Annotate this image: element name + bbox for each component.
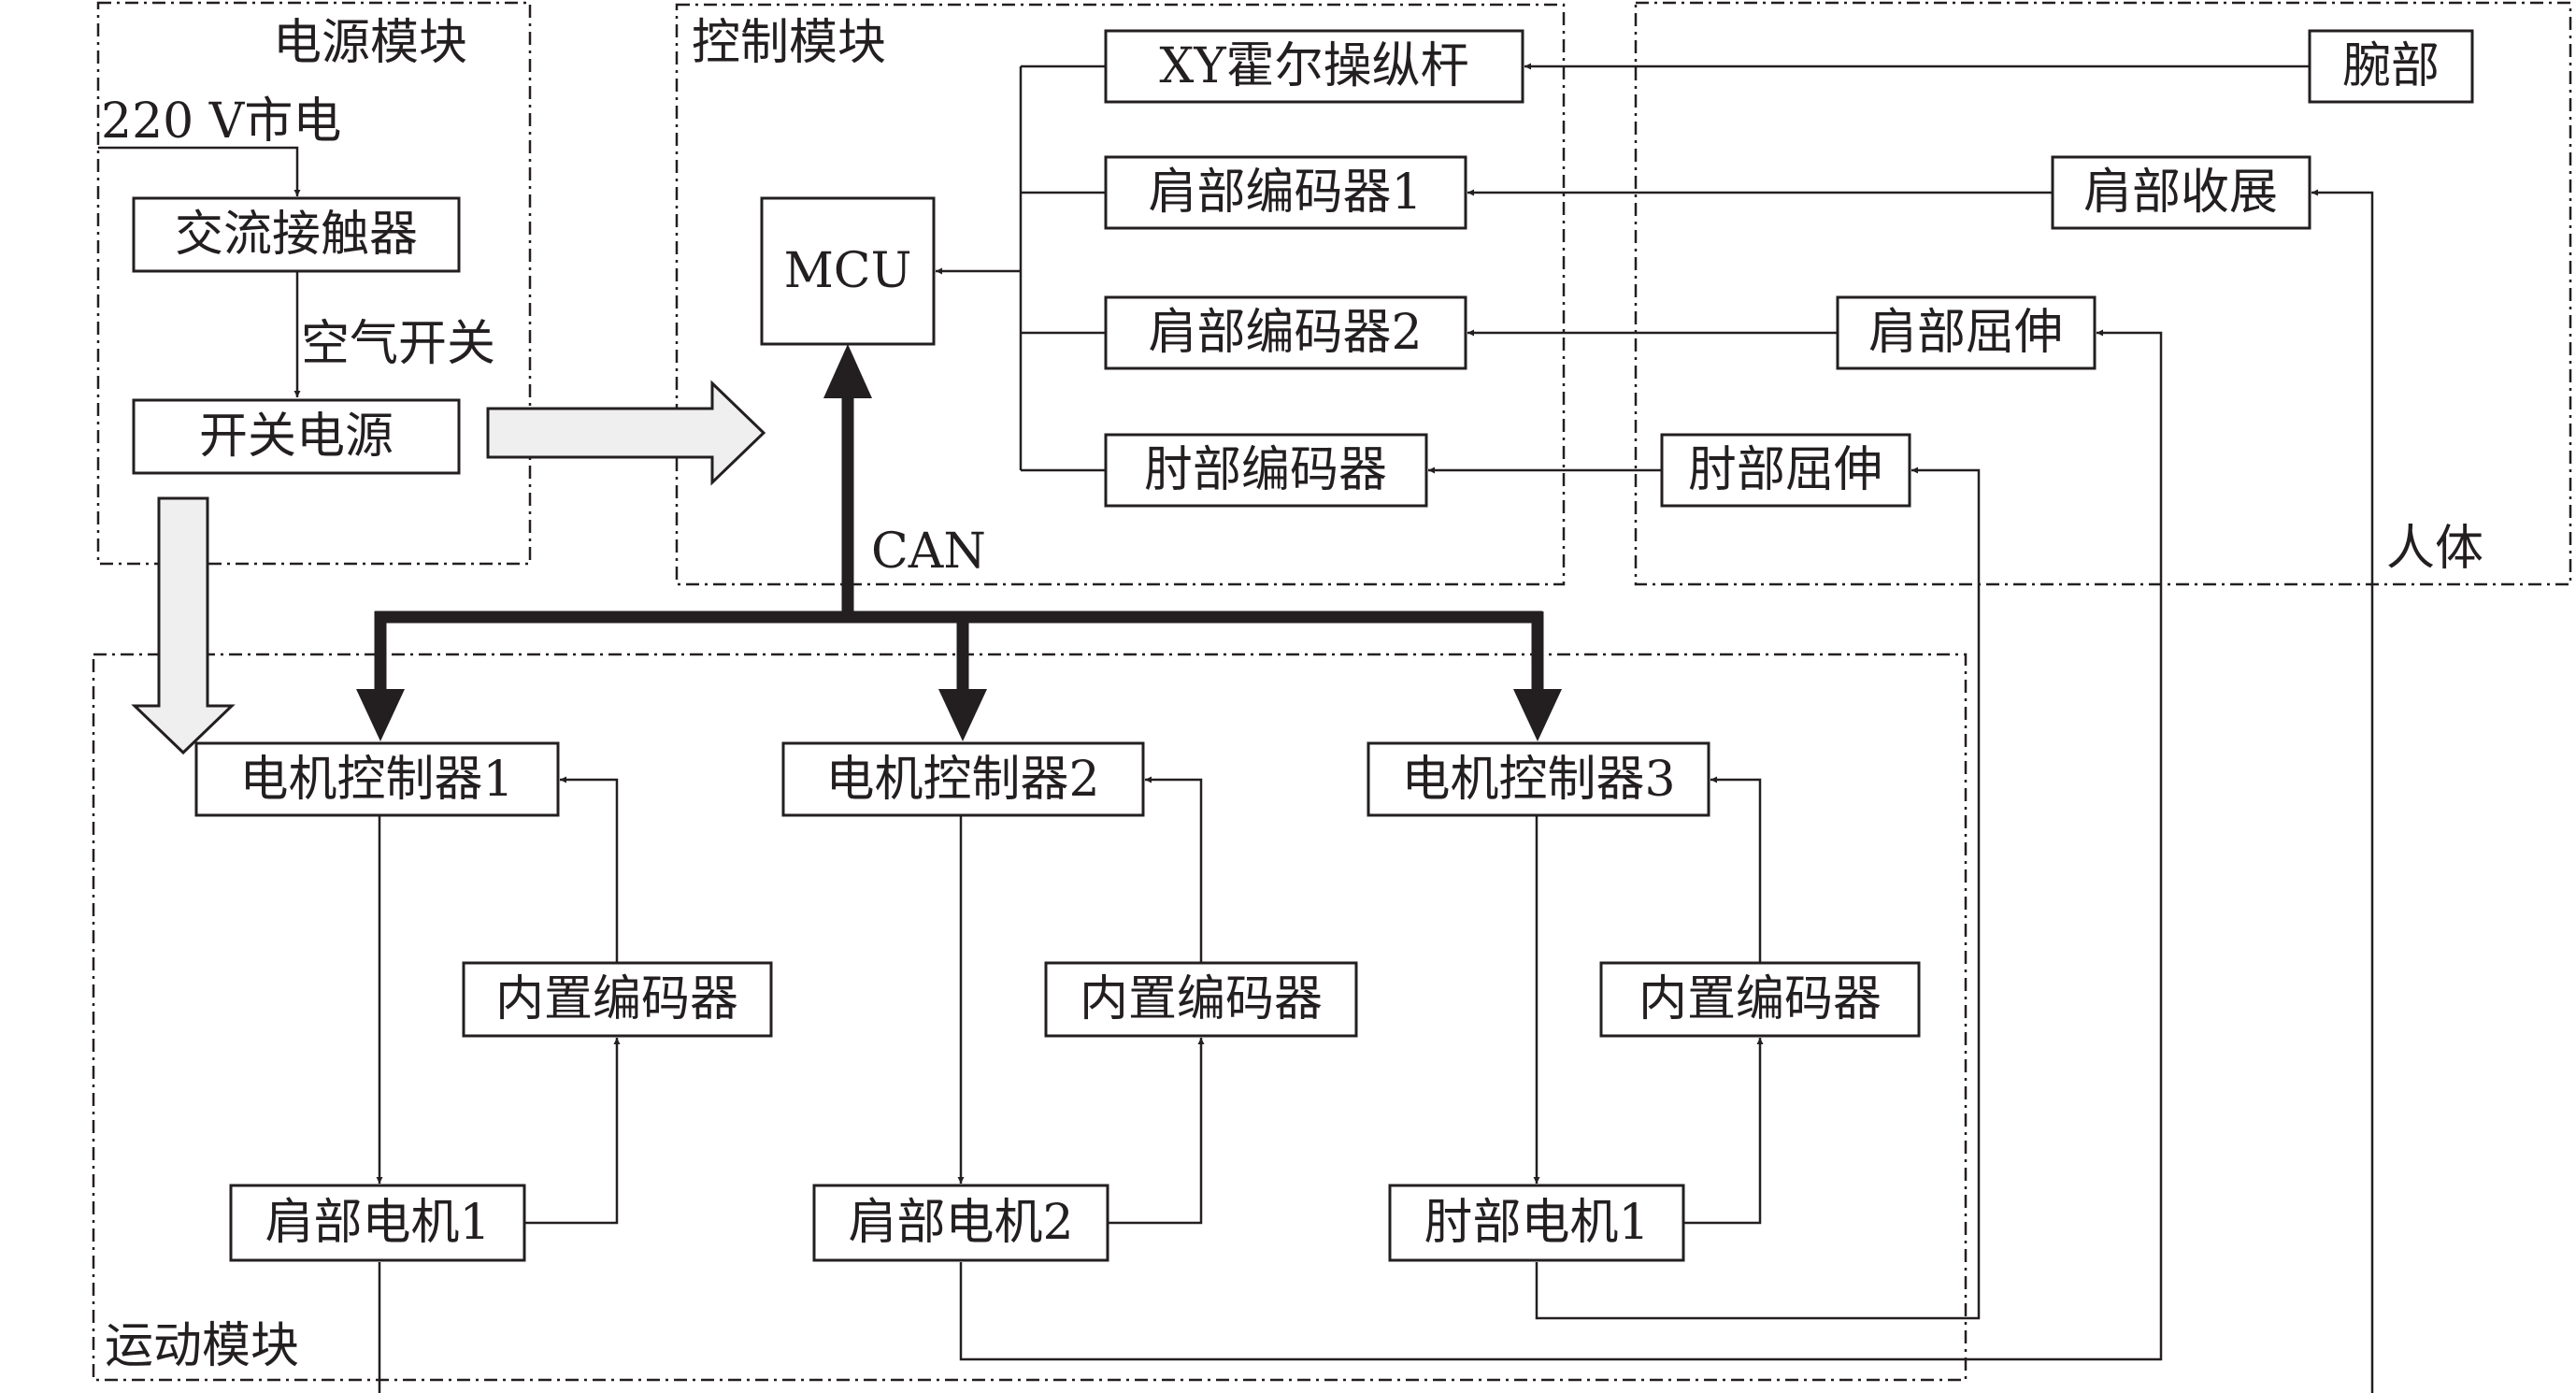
shoulder-flexion-label: 肩部屈伸 <box>1868 305 2063 361</box>
motor-3-to-encoder-arrow <box>1683 1038 1764 1225</box>
shoulder-motor-2-to-shoulder-flexion <box>959 329 2163 1361</box>
motion-module-frame <box>92 653 1968 1382</box>
shoulder-motor-2-box <box>812 1184 1109 1262</box>
motor-controller-2-label: 电机控制器2 <box>825 752 1099 808</box>
shoulder-motor-1-label: 肩部电机1 <box>265 1195 490 1251</box>
builtin-encoder-1-label: 内置编码器 <box>495 971 738 1027</box>
shoulder-motor-1-to-shoulder-abduction <box>378 189 2374 1393</box>
builtin-encoder-2-label: 内置编码器 <box>1080 971 1323 1027</box>
shoulder-encoder-2-label: 肩部编码器2 <box>1148 305 1422 361</box>
human-body-frame <box>1634 1 2572 586</box>
shoulder-abduction-label: 肩部收展 <box>2083 165 2278 221</box>
shoulder-encoder-1-label: 肩部编码器1 <box>1148 165 1422 221</box>
power-to-motion-arrow <box>131 496 236 755</box>
builtin-encoder-3-box <box>1599 961 1921 1038</box>
shoulder-flexion-box <box>1836 295 2097 370</box>
psu-box <box>132 398 461 475</box>
psu-label: 开关电源 <box>199 409 394 465</box>
can-label: CAN <box>871 524 986 580</box>
can-bus-to-mcu-head <box>823 344 872 398</box>
power-to-control-arrow <box>486 380 766 486</box>
motion-module-label: 运动模块 <box>105 1318 299 1374</box>
elbow-motor-1-label: 肘部电机1 <box>1424 1195 1649 1251</box>
power-module-label: 电源模块 <box>273 15 467 71</box>
mains-label: 220 V市电 <box>101 93 341 150</box>
motor-1-to-encoder-arrow <box>524 1038 621 1225</box>
human-body-label: 人体 <box>2386 521 2483 577</box>
can-bus-to-controller-2-head <box>938 689 987 741</box>
elbow-encoder-label: 肘部编码器 <box>1144 442 1387 498</box>
shoulder-motor-2-label: 肩部电机2 <box>848 1195 1073 1251</box>
air-switch-label: 空气开关 <box>301 316 495 372</box>
motor-controller-3-label: 电机控制器3 <box>1401 752 1675 808</box>
motor-2-to-encoder-arrow <box>1108 1038 1205 1225</box>
can-bus-to-controller-3-head <box>1513 689 1562 741</box>
encoder-1-to-controller-arrow <box>560 776 619 963</box>
motor-controller-2-box <box>781 741 1145 817</box>
elbow-motor-1-box <box>1388 1184 1685 1262</box>
motor-controller-1-box <box>194 741 560 817</box>
control-module-frame <box>675 3 1566 586</box>
can-bus-to-controller-1-head <box>356 689 405 741</box>
mcu-label: MCU <box>784 243 912 299</box>
mains-to-contactor-arrow <box>98 146 301 196</box>
encoder-2-to-controller-arrow <box>1145 776 1203 963</box>
motor-controller-3-box <box>1367 741 1710 817</box>
shoulder-motor-1-box <box>229 1184 526 1262</box>
power-module-frame <box>96 1 532 566</box>
contactor-label: 交流接触器 <box>175 207 418 263</box>
builtin-encoder-3-label: 内置编码器 <box>1639 971 1882 1027</box>
joystick-label: XY霍尔操纵杆 <box>1159 38 1468 94</box>
contactor-box <box>132 196 461 273</box>
mcu-box <box>760 196 936 346</box>
builtin-encoder-2-box <box>1044 961 1358 1038</box>
motor-controller-1-label: 电机控制器1 <box>239 752 513 808</box>
encoder-3-to-controller-arrow <box>1710 776 1762 963</box>
elbow-flexion-label: 肘部屈伸 <box>1688 442 1882 498</box>
control-module-label: 控制模块 <box>692 15 886 71</box>
elbow-motor-to-elbow-flexion <box>1535 467 1981 1320</box>
wrist-label: 腕部 <box>2342 38 2440 94</box>
